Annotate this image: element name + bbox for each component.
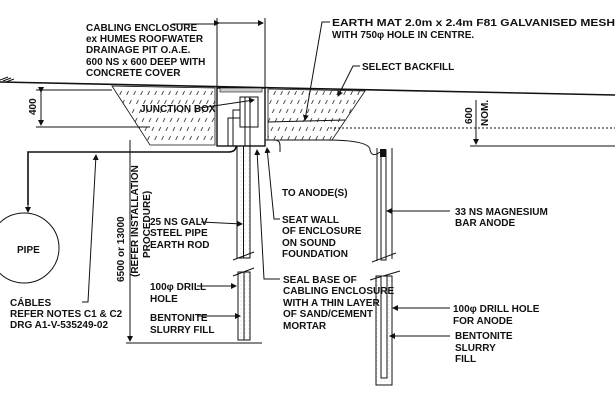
- note-line: ON SOUND: [282, 238, 336, 249]
- to-anodes-label: TO ANODE(S): [282, 188, 348, 199]
- leader-lines: [82, 21, 450, 339]
- depth-dim-note-2: PROCEDURE): [142, 191, 153, 258]
- note-line: FOUNDATION: [282, 249, 348, 260]
- note-line: SLURRY: [455, 343, 496, 354]
- note-line: SLURRY FILL: [150, 325, 214, 336]
- note-line: 100φ DRILL HOLE: [453, 304, 540, 315]
- note-line: FILL: [455, 354, 476, 365]
- note-line: MORTAR: [283, 321, 327, 332]
- note-line: CONCRETE COVER: [86, 68, 181, 79]
- note-line: EARTH ROD: [150, 240, 209, 251]
- magnesium-anode-note: 33 NS MAGNESIUM BAR ANODE: [455, 207, 548, 229]
- dim-600-label: 600: [464, 107, 475, 124]
- enclosure-width-dimension: [214, 18, 266, 88]
- note-line: CÁBLES: [10, 296, 51, 309]
- dim-nom-label: NOM.: [480, 100, 491, 126]
- cabling-enclosure: [216, 87, 266, 147]
- earth-rod: [232, 145, 255, 341]
- note-line: 33 NS MAGNESIUM: [455, 207, 548, 218]
- depth-dim-value: 6500 or 13000: [116, 216, 127, 282]
- cables-note: CÁBLES REFER NOTES C1 & C2 DRG A1-V-5352…: [10, 296, 123, 331]
- earth-rod-note: 25 NS GALV STEEL PIPE EARTH ROD: [150, 217, 209, 251]
- note-line: WITH A THIN LAYER: [283, 298, 380, 309]
- cable-to-anode: [265, 139, 381, 156]
- depth-dimension: 6500 or 13000 (REFER INSTALLATION PROCED…: [116, 140, 262, 344]
- note-line: REFER NOTES C1 & C2: [10, 309, 123, 320]
- note-line: HOLE: [150, 294, 178, 305]
- note-line: BENTONITE: [150, 313, 208, 324]
- depth-dim-note-1: (REFER INSTALLATION: [130, 165, 141, 277]
- dim-400-label: 400: [28, 98, 39, 115]
- note-line: OF ENCLOSURE: [282, 226, 362, 237]
- select-backfill-left: [111, 85, 216, 146]
- select-backfill-right: [267, 88, 366, 141]
- seal-base-note: SEAL BASE OF CABLING ENCLOSURE WITH A TH…: [283, 275, 394, 332]
- junction-box: [239, 96, 259, 128]
- note-line: EARTH MAT 2.0m x 2.4m F81 GALVANISED MES…: [332, 18, 615, 29]
- pipe-label: PIPE: [17, 245, 40, 256]
- dimension-400: 400: [28, 87, 150, 128]
- junction-box-label: JUNCTION BOX: [140, 104, 216, 115]
- note-line: 600 NS x 600 DEEP WITH: [86, 57, 205, 68]
- cabling-enclosure-note: CABLING ENCLOSURE ex HUMES ROOFWATER DRA…: [86, 23, 205, 79]
- note-line: OF SAND/CEMENT: [283, 309, 373, 320]
- note-line: CABLING ENCLOSURE: [86, 23, 197, 34]
- select-backfill-label: SELECT BACKFILL: [362, 62, 454, 73]
- note-line: 25 NS GALV: [150, 217, 208, 228]
- note-line: FOR ANODE: [453, 316, 513, 327]
- cable-to-pipe: [27, 145, 237, 205]
- note-line: SEAT WALL: [282, 215, 339, 226]
- note-line: 100φ DRILL: [150, 282, 206, 293]
- note-line: SEAL BASE OF: [283, 275, 357, 286]
- seat-wall-note: SEAT WALL OF ENCLOSURE ON SOUND FOUNDATI…: [282, 215, 362, 260]
- note-line: DRAINAGE PIT O.A.E.: [86, 45, 191, 56]
- note-line: ex HUMES ROOFWATER: [86, 34, 204, 45]
- pipe-section: [0, 212, 60, 284]
- note-line: CABLING ENCLOSURE: [283, 286, 394, 297]
- anode-drill-hole-note: 100φ DRILL HOLE FOR ANODE BENTONITE SLUR…: [453, 304, 540, 365]
- note-line: BENTONITE: [455, 331, 513, 342]
- note-line: BAR ANODE: [455, 218, 516, 229]
- dimension-600-nom: 600 NOM.: [330, 100, 615, 147]
- earth-mat: [267, 119, 346, 123]
- earth-mat-note: EARTH MAT 2.0m x 2.4m F81 GALVANISED MES…: [332, 18, 615, 41]
- note-line: WITH 750φ HOLE IN CENTRE.: [332, 30, 474, 41]
- drill-hole-note: 100φ DRILL HOLE BENTONITE SLURRY FILL: [150, 282, 214, 336]
- ground-line: [0, 76, 615, 96]
- magnesium-anode: [369, 148, 401, 386]
- note-line: DRG A1-V-535249-02: [10, 320, 108, 331]
- note-line: STEEL PIPE: [150, 228, 208, 239]
